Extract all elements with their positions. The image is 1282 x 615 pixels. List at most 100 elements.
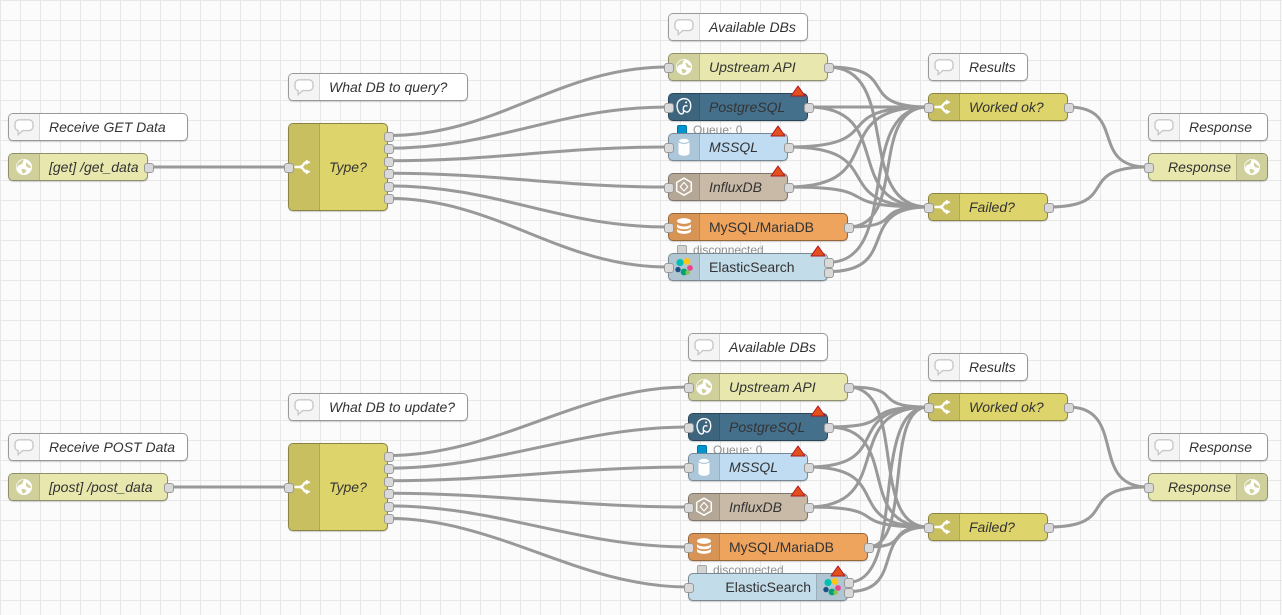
wire-mssql-post-to-worked-post[interactable]	[806, 405, 930, 469]
wire-switch-type-post-to-mysql-post[interactable]	[386, 504, 690, 549]
comment-receive-get-node[interactable]: Receive GET Data	[8, 113, 188, 141]
input-port[interactable]	[684, 543, 694, 553]
wire-switch-type-post-to-postgres-post[interactable]	[386, 425, 690, 470]
wire-switch-type-get-to-postgres-get[interactable]	[386, 105, 670, 150]
http-in-get-node[interactable]: [get] /get_data	[8, 153, 154, 181]
wire-upstream-get-to-worked-get[interactable]	[826, 65, 930, 109]
output-port-1[interactable]	[784, 143, 794, 153]
comment-results-post-node[interactable]: Results	[928, 353, 1028, 381]
failed-post-node[interactable]: Failed?	[924, 513, 1054, 541]
wire-switch-type-post-to-influx-post[interactable]	[386, 491, 690, 509]
mssql-post-node[interactable]: MSSQL	[684, 445, 814, 481]
wire-elastic-post-to-failed-post[interactable]	[846, 525, 930, 594]
wire-switch-type-post-to-elastic-post[interactable]	[386, 516, 690, 589]
output-port-1[interactable]	[844, 223, 854, 233]
input-port[interactable]	[664, 63, 674, 73]
output-port-1[interactable]	[384, 131, 394, 142]
wire-worked-get-to-response-get[interactable]	[1066, 105, 1150, 169]
wire-postgres-post-to-failed-post[interactable]	[826, 425, 930, 529]
wire-influx-post-to-failed-post[interactable]	[806, 505, 930, 529]
comment-availdbs-post-node[interactable]: Available DBs	[688, 333, 828, 361]
output-port-1[interactable]	[864, 543, 874, 553]
output-port-3[interactable]	[384, 476, 394, 487]
output-port-6[interactable]	[384, 194, 394, 205]
input-port[interactable]	[664, 223, 674, 233]
wire-failed-post-to-response-post[interactable]	[1046, 485, 1150, 529]
elastic-post-node[interactable]: ElasticSearch	[684, 565, 854, 601]
mssql-get-node[interactable]: MSSQL	[664, 125, 794, 161]
output-port-1[interactable]	[1044, 523, 1054, 533]
input-port[interactable]	[684, 503, 694, 513]
output-port-1[interactable]	[804, 103, 814, 113]
upstream-get-node[interactable]: Upstream API	[664, 53, 834, 81]
wire-worked-post-to-response-post[interactable]	[1066, 405, 1150, 489]
influx-post-node[interactable]: InfluxDB	[684, 485, 814, 521]
wire-switch-type-get-to-mssql-get[interactable]	[386, 145, 670, 163]
output-port-1[interactable]	[144, 163, 154, 173]
output-port-3[interactable]	[384, 156, 394, 167]
input-port[interactable]	[1144, 163, 1154, 173]
wire-failed-get-to-response-get[interactable]	[1046, 165, 1150, 209]
output-port-4[interactable]	[384, 489, 394, 500]
input-port[interactable]	[924, 523, 934, 533]
wire-mssql-post-to-failed-post[interactable]	[806, 465, 930, 529]
wire-upstream-post-to-failed-post[interactable]	[846, 385, 930, 529]
output-port-1[interactable]	[824, 423, 834, 433]
comment-update-node[interactable]: What DB to update?	[288, 393, 468, 421]
wire-switch-type-get-to-influx-get[interactable]	[386, 171, 670, 189]
output-port-6[interactable]	[384, 514, 394, 525]
response-get-node[interactable]: Response	[1144, 153, 1268, 181]
output-port-2[interactable]	[384, 144, 394, 155]
input-port[interactable]	[924, 403, 934, 413]
comment-receive-post-node[interactable]: Receive POST Data	[8, 433, 188, 461]
output-port-1[interactable]	[804, 463, 814, 473]
http-in-post-node[interactable]: [post] /post_data	[8, 473, 174, 501]
input-port[interactable]	[684, 463, 694, 473]
wire-mssql-get-to-failed-get[interactable]	[786, 145, 930, 209]
input-port[interactable]	[684, 383, 694, 393]
input-port[interactable]	[664, 143, 674, 153]
input-port[interactable]	[684, 423, 694, 433]
wire-elastic-get-to-worked-get[interactable]	[826, 105, 930, 264]
wire-upstream-get-to-failed-get[interactable]	[826, 65, 930, 209]
wire-mssql-get-to-worked-get[interactable]	[786, 105, 930, 149]
comment-results-get-node[interactable]: Results	[928, 53, 1028, 81]
output-port-5[interactable]	[384, 181, 394, 192]
input-port[interactable]	[924, 203, 934, 213]
switch-type-post-node[interactable]: Type?	[284, 443, 394, 531]
wire-switch-type-post-to-mssql-post[interactable]	[386, 465, 690, 483]
elastic-get-node[interactable]: ElasticSearch	[664, 245, 834, 281]
comment-response-post-node[interactable]: Response	[1148, 433, 1268, 461]
output-port-1[interactable]	[1064, 103, 1074, 113]
output-port-1[interactable]	[804, 503, 814, 513]
output-port-1[interactable]	[784, 183, 794, 193]
comment-query-node[interactable]: What DB to query?	[288, 73, 468, 101]
output-port-2[interactable]	[384, 464, 394, 475]
output-port-1[interactable]	[1064, 403, 1074, 413]
input-port[interactable]	[664, 263, 674, 273]
wire-elastic-post-to-worked-post[interactable]	[846, 405, 930, 584]
influx-get-node[interactable]: InfluxDB	[664, 165, 794, 201]
wire-switch-type-get-to-mysql-get[interactable]	[386, 184, 670, 229]
input-port[interactable]	[284, 483, 294, 493]
output-port-1[interactable]	[824, 63, 834, 73]
output-port-1[interactable]	[1044, 203, 1054, 213]
wire-influx-get-to-failed-get[interactable]	[786, 185, 930, 209]
input-port[interactable]	[1144, 483, 1154, 493]
output-port-5[interactable]	[384, 501, 394, 512]
wire-postgres-get-to-failed-get[interactable]	[806, 105, 930, 209]
output-port-4[interactable]	[384, 169, 394, 180]
comment-response-get-node[interactable]: Response	[1148, 113, 1268, 141]
response-post-node[interactable]: Response	[1144, 473, 1268, 501]
switch-type-get-node[interactable]: Type?	[284, 123, 394, 211]
input-port[interactable]	[284, 163, 294, 173]
upstream-post-node[interactable]: Upstream API	[684, 373, 854, 401]
output-port-1[interactable]	[164, 483, 174, 493]
worked-post-node[interactable]: Worked ok?	[924, 393, 1074, 421]
wire-switch-type-get-to-upstream-get[interactable]	[386, 65, 670, 138]
output-port-1[interactable]	[384, 451, 394, 462]
wire-switch-type-post-to-upstream-post[interactable]	[386, 385, 690, 458]
